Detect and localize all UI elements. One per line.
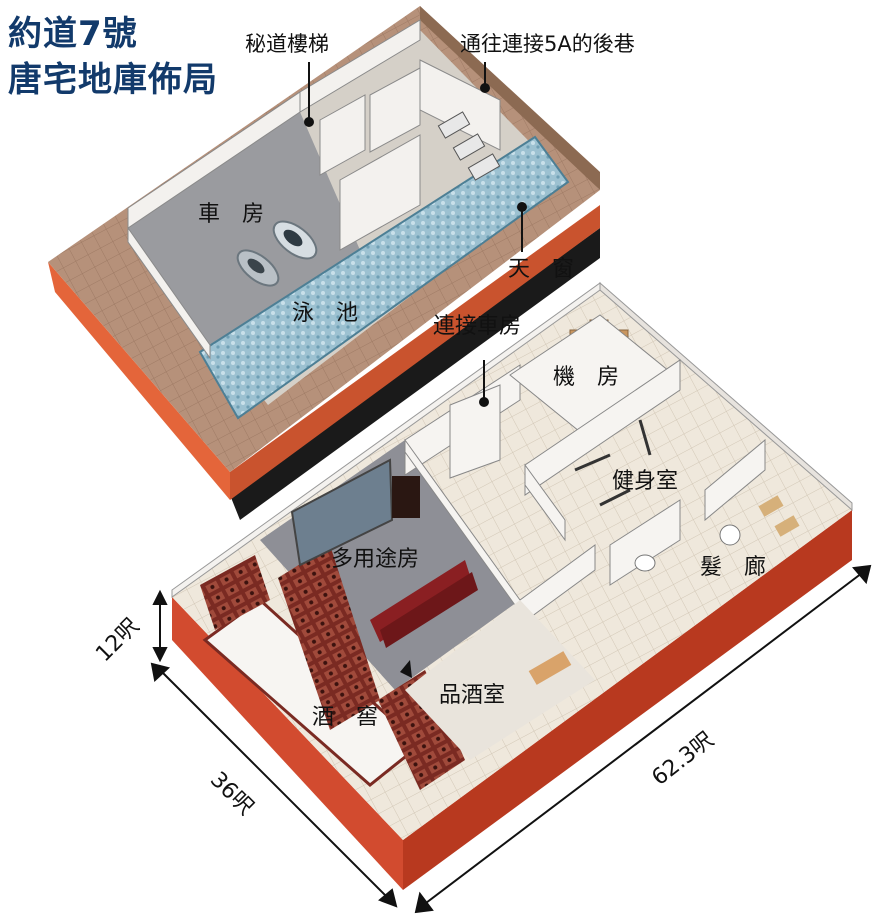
upper-level [48,6,600,520]
label-hair-salon: 髮 廊 [700,555,767,580]
lower-level [171,281,853,890]
title-line-1: 約道7號 [8,14,138,54]
label-multi-room: 多用途房 [331,547,420,572]
label-pool: 泳 池 [292,301,359,326]
label-wine-tasting: 品酒室 [439,683,506,708]
label-skylight: 天 窗 [508,257,575,282]
dimension-lines [150,564,872,914]
label-link-garage: 連接車房 [433,314,522,339]
label-wine-cellar: 酒 窖 [312,705,379,730]
label-secret-stairs: 秘道樓梯 [245,32,329,56]
label-machine-room: 機 房 [553,365,620,390]
label-back-alley: 通往連接5A的後巷 [460,32,635,56]
label-garage: 車 房 [198,202,265,227]
title-line-2: 唐宅地庫佈局 [8,60,218,100]
label-gym: 健身室 [612,469,679,494]
